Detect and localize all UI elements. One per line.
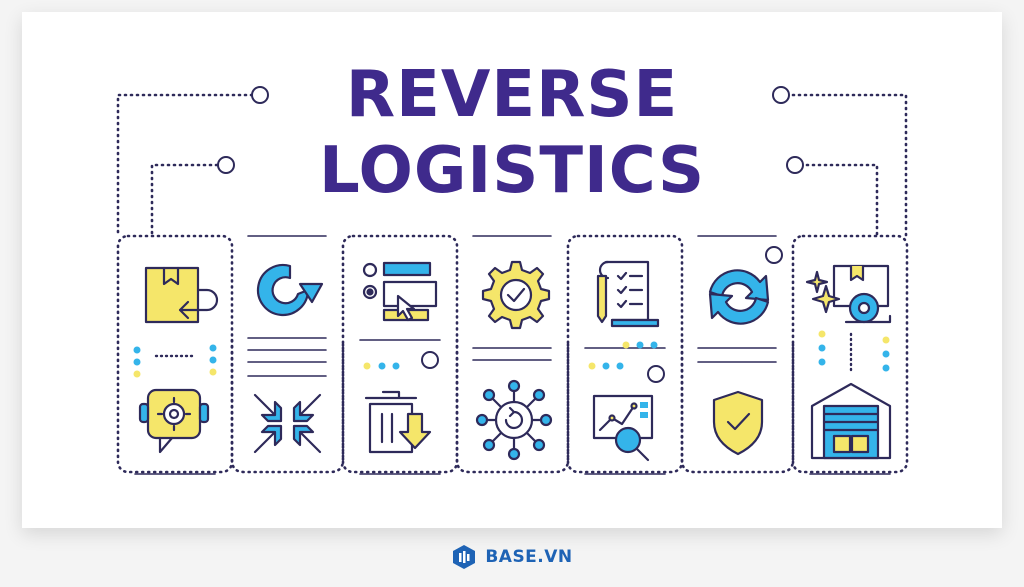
connector-circles [217,86,804,174]
small-circle [647,365,665,383]
gear-check-icon [481,260,551,330]
warehouse-icon [810,382,892,460]
sparkle-box-tape-icon [805,264,892,324]
magnifier-chart-icon [592,394,654,462]
brand-name[interactable]: BASE.VN [485,547,573,567]
compress-arrows-icon [253,393,322,454]
brand-footer: BASE.VN [0,540,1024,574]
dotted-panels [116,234,909,474]
base-hexagon-logo-icon [453,545,476,569]
package-return-icon [144,266,219,324]
web-form-cursor-icon [362,261,438,322]
recycle-arrows-icon [708,269,770,325]
checklist-document-icon [596,260,660,328]
hub-network-icon [475,379,553,461]
small-circle [421,351,439,369]
trash-download-icon [364,390,432,454]
accent-dots [133,330,890,378]
small-circle [765,246,783,264]
title-line-1: REVERSE [345,58,679,132]
separator-lines [134,235,891,475]
refresh-arrow-icon [256,263,324,317]
support-gear-icon [138,388,210,454]
connector-lines [116,93,908,238]
title-line-2: LOGISTICS [318,134,706,208]
shield-check-icon [712,390,764,456]
